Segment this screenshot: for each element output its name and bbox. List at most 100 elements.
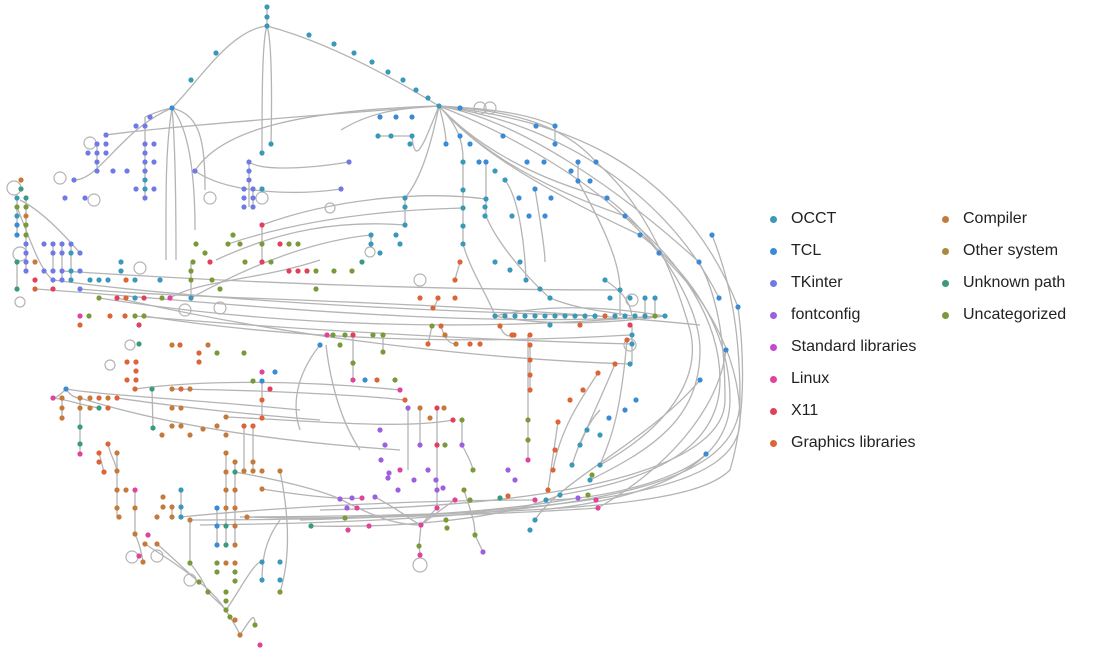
graph-node-tcl[interactable] [516,195,522,201]
graph-node-x11[interactable] [114,295,120,301]
graph-node-uncategorized[interactable] [467,497,473,503]
graph-node-graphics-libraries[interactable] [497,323,503,329]
graph-node-tcl[interactable] [656,250,662,256]
graph-node-compiler[interactable] [232,523,238,529]
graph-node-uncategorized[interactable] [380,332,386,338]
graph-node-occt[interactable] [277,577,283,583]
graph-node-compiler[interactable] [232,459,238,465]
graph-node-linux[interactable] [132,487,138,493]
graph-node-linux[interactable] [418,522,424,528]
legend-item-compiler[interactable]: Compiler [940,203,1066,235]
graph-node-uncategorized[interactable] [23,222,29,228]
graph-node-linux[interactable] [350,377,356,383]
graph-node-occt[interactable] [629,332,635,338]
graph-node-uncategorized[interactable] [159,295,165,301]
graph-node-compiler[interactable] [187,517,193,523]
graph-node-occt[interactable] [188,295,194,301]
graph-node-tcl[interactable] [735,304,741,310]
graph-node-compiler[interactable] [232,617,238,623]
graph-node-linux[interactable] [397,387,403,393]
graph-node-tkinter[interactable] [50,277,56,283]
graph-node-graphics-libraries[interactable] [96,395,102,401]
graph-node-compiler[interactable] [18,177,24,183]
graph-node-occt[interactable] [388,133,394,139]
graph-node-unknown-path[interactable] [23,195,29,201]
graph-node-compiler[interactable] [223,487,229,493]
graph-node-compiler[interactable] [154,514,160,520]
graph-node-occt[interactable] [142,186,148,192]
graph-node-graphics-libraries[interactable] [595,370,601,376]
graph-node-linux[interactable] [366,523,372,529]
graph-node-uncategorized[interactable] [14,204,20,210]
graph-node-linux[interactable] [345,527,351,533]
graph-node-fontconfig[interactable] [512,477,518,483]
graph-node-graphics-libraries[interactable] [114,395,120,401]
graph-node-unknown-path[interactable] [96,405,102,411]
graph-node-compiler[interactable] [241,468,247,474]
graph-node-occt[interactable] [569,462,575,468]
graph-node-graphics-libraries[interactable] [452,277,458,283]
graph-node-uncategorized[interactable] [214,350,220,356]
graph-node-fontconfig[interactable] [337,496,343,502]
graph-node-uncategorized[interactable] [589,472,595,478]
graph-node-occt[interactable] [509,213,515,219]
graph-node-tcl[interactable] [409,114,415,120]
graph-node-graphics-libraries[interactable] [577,322,583,328]
graph-node-unknown-path[interactable] [18,186,24,192]
graph-node-compiler[interactable] [132,531,138,537]
graph-node-tcl[interactable] [14,232,20,238]
graph-node-uncategorized[interactable] [350,360,356,366]
graph-node-uncategorized[interactable] [223,607,229,613]
graph-node-occt[interactable] [105,277,111,283]
graph-node-linux[interactable] [259,369,265,375]
graph-node-tkinter[interactable] [338,186,344,192]
graph-node-tkinter[interactable] [133,123,139,129]
graph-node-unknown-path[interactable] [359,259,365,265]
graph-node-occt[interactable] [552,313,558,319]
graph-node-tkinter[interactable] [50,268,56,274]
graph-node-graphics-libraries[interactable] [177,342,183,348]
graph-node-uncategorized[interactable] [223,589,229,595]
graph-node-compiler[interactable] [114,450,120,456]
graph-node-uncategorized[interactable] [370,332,376,338]
graph-node-graphics-libraries[interactable] [77,322,83,328]
graph-node-unknown-path[interactable] [223,523,229,529]
graph-node-tcl[interactable] [214,542,220,548]
graph-node-linux[interactable] [595,505,601,511]
graph-node-uncategorized[interactable] [196,579,202,585]
graph-node-uncategorized[interactable] [349,268,355,274]
graph-node-compiler[interactable] [223,432,229,438]
graph-node-compiler[interactable] [154,541,160,547]
graph-node-occt[interactable] [132,295,138,301]
graph-node-fontconfig[interactable] [459,442,465,448]
graph-node-occt[interactable] [306,32,312,38]
graph-node-occt[interactable] [622,313,628,319]
graph-node-tcl[interactable] [696,259,702,265]
legend-item-fontconfig[interactable]: fontconfig [768,299,916,331]
graph-node-linux[interactable] [257,642,263,648]
graph-node-occt[interactable] [178,504,184,510]
graph-node-uncategorized[interactable] [187,560,193,566]
graph-node-tcl[interactable] [443,141,449,147]
graph-node-unknown-path[interactable] [77,424,83,430]
graph-node-occt[interactable] [118,268,124,274]
graph-node-graphics-libraries[interactable] [122,313,128,319]
graph-node-compiler[interactable] [232,487,238,493]
graph-node-graphics-libraries[interactable] [123,277,129,283]
graph-node-uncategorized[interactable] [295,241,301,247]
graph-node-compiler[interactable] [59,395,65,401]
graph-node-graphics-libraries[interactable] [196,359,202,365]
graph-node-tcl[interactable] [533,123,539,129]
graph-node-tcl[interactable] [709,232,715,238]
graph-node-occt[interactable] [523,277,529,283]
graph-node-graphics-libraries[interactable] [552,447,558,453]
graph-node-uncategorized[interactable] [86,313,92,319]
graph-node-uncategorized[interactable] [313,286,319,292]
graph-node-x11[interactable] [277,241,283,247]
graph-node-compiler[interactable] [259,468,265,474]
graph-node-tcl[interactable] [362,377,368,383]
graph-node-occt[interactable] [402,222,408,228]
graph-node-occt[interactable] [425,95,431,101]
graph-node-occt[interactable] [369,59,375,65]
graph-node-x11[interactable] [350,332,356,338]
